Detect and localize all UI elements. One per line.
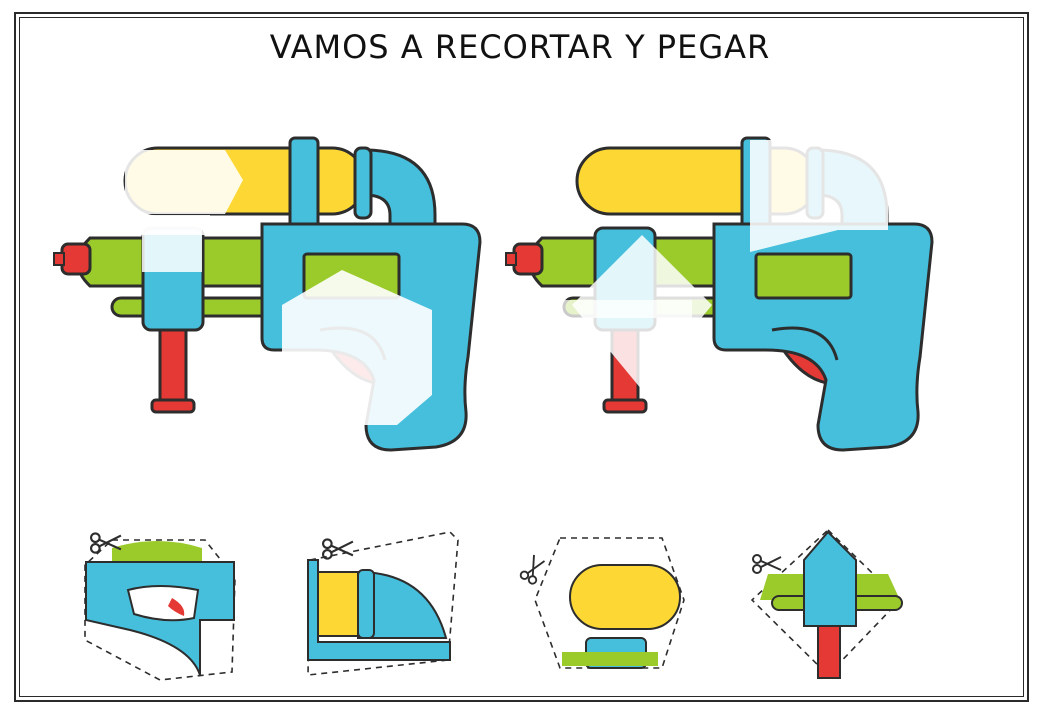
water-gun-right: [504, 136, 934, 452]
cutout-piece-pipe[interactable]: [307, 531, 459, 676]
page-border-outer: [14, 12, 1029, 702]
page-border-inner: [19, 17, 1024, 697]
missing-piece-slot-left: [282, 270, 432, 425]
cutout-piece-grip[interactable]: [84, 532, 236, 681]
cutout-piece-tank[interactable]: [518, 537, 685, 669]
missing-piece-slot-top: [750, 140, 888, 252]
water-gun-left: [52, 136, 482, 452]
cutout-piece-clamp[interactable]: [750, 528, 903, 679]
scissors-icon: [752, 553, 782, 575]
worksheet-title: VAMOS A RECORTAR Y PEGAR: [269, 28, 771, 66]
